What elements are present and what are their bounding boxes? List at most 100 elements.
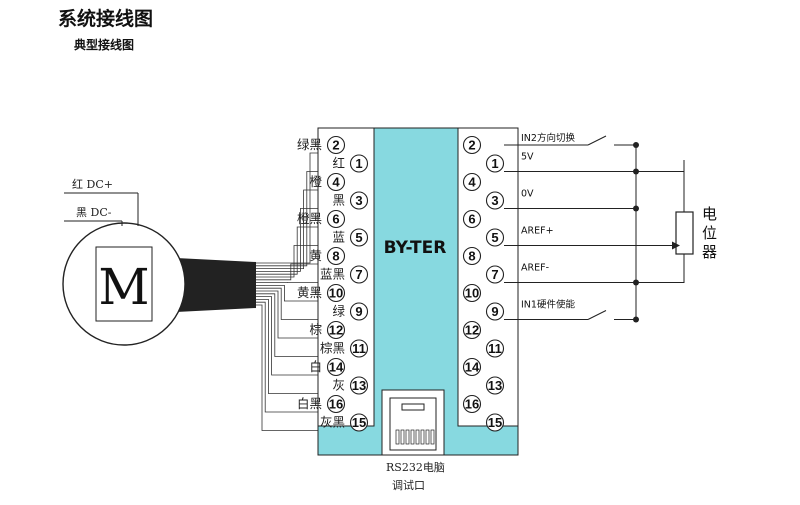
right-terminal-number: 15 <box>488 415 502 430</box>
right-terminal-circle[interactable] <box>485 302 505 321</box>
potentiometer[interactable] <box>675 160 694 267</box>
right-terminal-label: IN1硬件使能 <box>521 299 575 311</box>
right-terminal-label: AREF+ <box>521 226 554 237</box>
right-terminal-number: 11 <box>488 341 502 356</box>
left-terminal-circle[interactable] <box>349 339 369 358</box>
motor-signal-wire <box>256 226 327 275</box>
right-terminal-circle[interactable] <box>485 339 505 358</box>
left-terminal-number: 7 <box>355 267 362 282</box>
right-terminal-circle[interactable] <box>485 154 505 173</box>
left-terminal-circle[interactable] <box>326 357 346 377</box>
motor-signal-wire <box>256 152 327 264</box>
left-terminal-circle[interactable] <box>349 376 369 395</box>
right-terminal-number: 8 <box>468 249 475 264</box>
right-terminal-circle[interactable] <box>462 357 482 377</box>
right-terminal-circle[interactable] <box>462 283 482 303</box>
right-terminal-circle[interactable] <box>485 228 505 247</box>
in1-switch-wire <box>504 310 636 320</box>
rs232-pin <box>420 429 425 445</box>
junction-dot <box>633 168 639 175</box>
rs232-label-line2: 调试口 <box>392 479 425 492</box>
potentiometer-body <box>675 211 694 255</box>
rs232-pin <box>410 429 415 445</box>
left-terminal-circle[interactable] <box>349 228 369 247</box>
left-wire-label: 棕黑 <box>320 341 345 356</box>
right-terminal-number: 3 <box>491 193 498 208</box>
motor-signal-wire <box>256 304 350 431</box>
left-terminal-circle[interactable] <box>326 135 346 155</box>
right-terminal-number: 14 <box>465 360 480 375</box>
left-terminal-circle[interactable] <box>349 265 369 284</box>
junction-dot <box>633 205 639 212</box>
motor-signal-wire <box>256 293 350 357</box>
left-wire-label: 橙 <box>309 174 322 189</box>
left-wire-label: 灰黑 <box>320 415 345 430</box>
left-wire-label: 白黑 <box>297 396 322 411</box>
right-terminal-number: 2 <box>468 138 475 153</box>
right-terminal-number: 9 <box>491 304 498 319</box>
left-wire-label: 橙黑 <box>297 211 322 226</box>
motor-signal-wire <box>256 301 327 413</box>
left-wire-label: 白 <box>309 359 322 374</box>
device-name: BY-TER <box>384 238 447 258</box>
left-wire-label: 红 <box>332 156 345 171</box>
left-terminal-number: 6 <box>332 212 339 227</box>
left-terminal-number: 16 <box>329 397 343 412</box>
right-terminal-label: 0V <box>521 189 534 200</box>
right-terminal-circle[interactable] <box>462 246 482 266</box>
motor-signal-wire <box>256 189 327 269</box>
left-wire-label: 绿黑 <box>297 137 322 152</box>
left-terminal-number: 10 <box>329 286 343 301</box>
right-wiring <box>504 135 685 323</box>
rs232-pin <box>405 429 410 445</box>
left-terminal-circle[interactable] <box>326 209 346 229</box>
motor: M <box>62 222 256 346</box>
aref-minus-wire <box>504 254 685 283</box>
left-terminal-circle[interactable] <box>326 394 346 414</box>
right-terminal-circle[interactable] <box>485 376 505 395</box>
potentiometer-label-3: 器 <box>702 243 717 261</box>
junction-dot <box>633 316 639 323</box>
wiper-arrow <box>672 241 680 250</box>
left-terminal-number: 12 <box>329 323 343 338</box>
right-terminal-circle[interactable] <box>462 135 482 155</box>
rs232-pin <box>415 429 420 445</box>
left-terminal-number: 3 <box>355 193 362 208</box>
right-terminal-circle[interactable] <box>462 209 482 229</box>
motor-signal-wire <box>256 287 350 320</box>
potentiometer-label-1: 电 <box>702 205 717 223</box>
left-terminal-number: 4 <box>332 175 340 190</box>
potentiometer-label-2: 位 <box>702 224 717 242</box>
left-terminal-circle[interactable] <box>326 320 346 340</box>
5v-wire <box>504 160 685 172</box>
left-terminal-circle[interactable] <box>326 283 346 303</box>
page-subtitle: 典型接线图 <box>74 38 135 52</box>
rs232-port[interactable] <box>381 389 445 456</box>
left-wire-label: 黄黑 <box>297 285 322 300</box>
right-terminal-circle[interactable] <box>462 172 482 192</box>
right-terminal-circle[interactable] <box>485 191 505 210</box>
left-terminal-circle[interactable] <box>349 154 369 173</box>
right-terminal-circle[interactable] <box>485 265 505 284</box>
right-terminal-circle[interactable] <box>462 320 482 340</box>
left-terminal-circle[interactable] <box>349 302 369 321</box>
motor-cable <box>176 258 256 312</box>
right-terminal-circle[interactable] <box>485 413 505 432</box>
motor-symbol: M <box>98 258 149 316</box>
left-terminal-circle[interactable] <box>349 191 369 210</box>
left-terminal-number: 14 <box>329 360 344 375</box>
in2-switch-wire <box>504 135 636 146</box>
right-terminal-circle[interactable] <box>462 394 482 414</box>
motor-signal-wire <box>256 285 327 302</box>
left-terminal-circle[interactable] <box>326 172 346 192</box>
left-terminal-number: 15 <box>352 415 366 430</box>
left-terminal-circle[interactable] <box>326 246 346 266</box>
left-wire-label: 蓝黑 <box>320 267 345 282</box>
left-terminal-circle[interactable] <box>349 413 369 432</box>
left-terminal-number: 9 <box>355 304 362 319</box>
left-terminal-number: 13 <box>352 378 366 393</box>
motor-signal-wire <box>256 299 350 394</box>
rs232-pin <box>430 429 435 445</box>
